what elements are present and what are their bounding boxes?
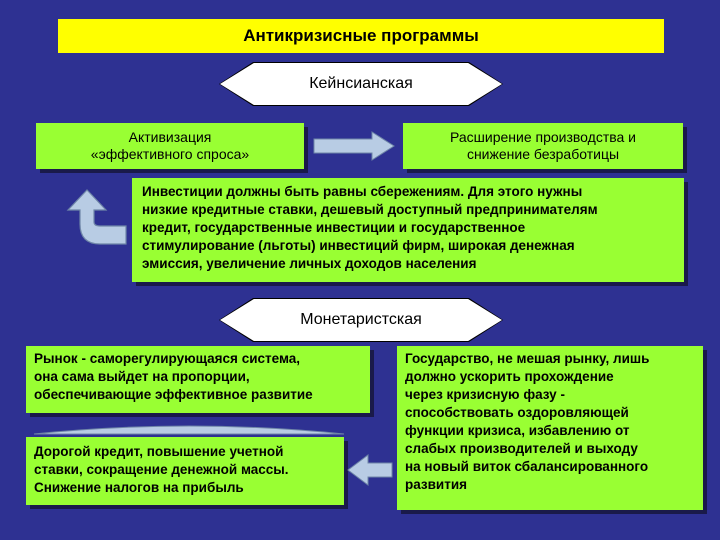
keynesian-label: Кейнсианская: [309, 75, 413, 92]
credit-line: ставки, сокращение денежной массы.: [34, 462, 289, 477]
page-title: Антикризисные программы: [58, 19, 664, 53]
activation-line: «эффективного спроса»: [90, 146, 250, 162]
investment-line: эмиссия, увеличение личных доходов насел…: [142, 256, 477, 271]
state-line: Государство, не мешая рынку, лишь: [405, 351, 650, 366]
state-line: способствовать оздоровляющей: [405, 405, 629, 420]
curved-up-arrow-icon: [66, 189, 127, 245]
activation-line: Активизация: [128, 129, 212, 145]
expansion-line: Расширение производства и: [449, 129, 637, 145]
monetarist-label: Монетаристская: [300, 311, 422, 328]
activation-box: Активизация «эффективного спроса»: [36, 123, 304, 169]
page-title-text: Антикризисные программы: [243, 26, 479, 45]
market-line: Рынок - саморегулирующаяся система,: [34, 351, 301, 366]
credit-line: Снижение налогов на прибыль: [34, 480, 244, 495]
state-line: развития: [405, 477, 468, 492]
monetarist-hexagon: Монетаристская: [220, 299, 502, 341]
state-line: на новый виток сбалансированного: [405, 459, 649, 474]
expansion-box: Расширение производства и снижение безра…: [403, 123, 683, 169]
state-line: слабых производителей и выходу: [405, 441, 638, 456]
market-line: она сама выйдет на пропорции,: [34, 369, 250, 384]
investment-line: низкие кредитные ставки, дешевый доступн…: [142, 202, 598, 217]
investment-line: Инвестиции должны быть равны сбережениям…: [142, 184, 583, 199]
state-line: функции кризиса, избавлению от: [405, 423, 630, 438]
investment-line: стимулирование (льготы) инвестиций фирм,…: [142, 238, 575, 253]
market-line: обеспечивающие эффективное развитие: [34, 387, 313, 402]
state-line: должно ускорить прохождение: [405, 369, 614, 384]
credit-line: Дорогой кредит, повышение учетной: [34, 444, 284, 459]
market-box: Рынок - саморегулирующаяся система, она …: [26, 346, 370, 413]
investment-line: кредит, государственные инвестиции и гос…: [142, 220, 526, 235]
right-arrow-icon: [313, 131, 395, 161]
left-arrow-icon: [347, 454, 393, 486]
lens-connector: [33, 425, 345, 435]
keynesian-hexagon: Кейнсианская: [220, 63, 502, 105]
expansion-line: снижение безработицы: [466, 146, 620, 162]
credit-box: Дорогой кредит, повышение учетной ставки…: [26, 437, 344, 505]
state-line: через кризисную фазу -: [405, 387, 565, 402]
investment-box: Инвестиции должны быть равны сбережениям…: [132, 178, 684, 282]
state-box: Государство, не мешая рынку, лишь должно…: [397, 346, 703, 510]
